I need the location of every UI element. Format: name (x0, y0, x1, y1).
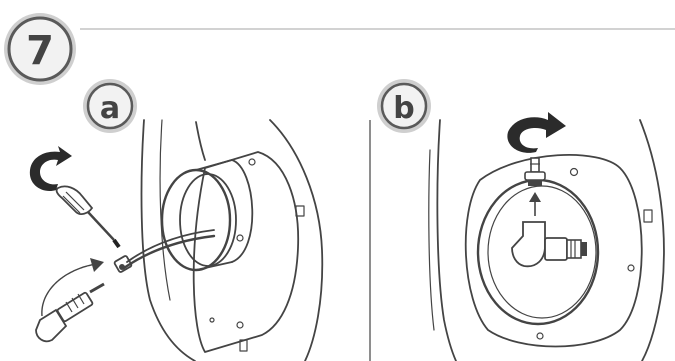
panel-b-drawing (429, 112, 664, 361)
step-number-badge: 7 (4, 13, 76, 85)
collar-hole (237, 235, 243, 241)
up-arrow-icon (529, 192, 541, 216)
elbow-fitting (36, 284, 104, 341)
housing-back (270, 120, 322, 361)
rotate-arrow-icon (507, 112, 566, 153)
housing-outline (437, 120, 456, 361)
collar-inner (180, 174, 236, 266)
flange-bolt (571, 169, 578, 176)
flange-tab (644, 210, 652, 222)
nipple-fitting (525, 158, 545, 186)
collar-top-edge (196, 160, 232, 170)
housing-side (196, 122, 205, 160)
step-number: 7 (26, 28, 54, 74)
flange-bolt (210, 318, 214, 322)
flange-bolt (537, 333, 543, 339)
panel-a-badge: a (83, 79, 137, 133)
rotate-arrow-icon (30, 146, 72, 191)
flange-bolt (249, 159, 255, 165)
flange-plate (194, 152, 298, 352)
flange-bolt (628, 265, 634, 271)
panel-a-label: a (100, 91, 120, 126)
flange-bolt (237, 322, 243, 328)
screwdriver-icon (57, 186, 119, 247)
panel-b-label: b (393, 91, 414, 126)
panel-a-drawing (30, 120, 322, 361)
panel-b-badge: b (377, 79, 431, 133)
elbow-fitting (512, 222, 587, 266)
housing-edge (429, 150, 434, 330)
housing-back (640, 120, 664, 361)
